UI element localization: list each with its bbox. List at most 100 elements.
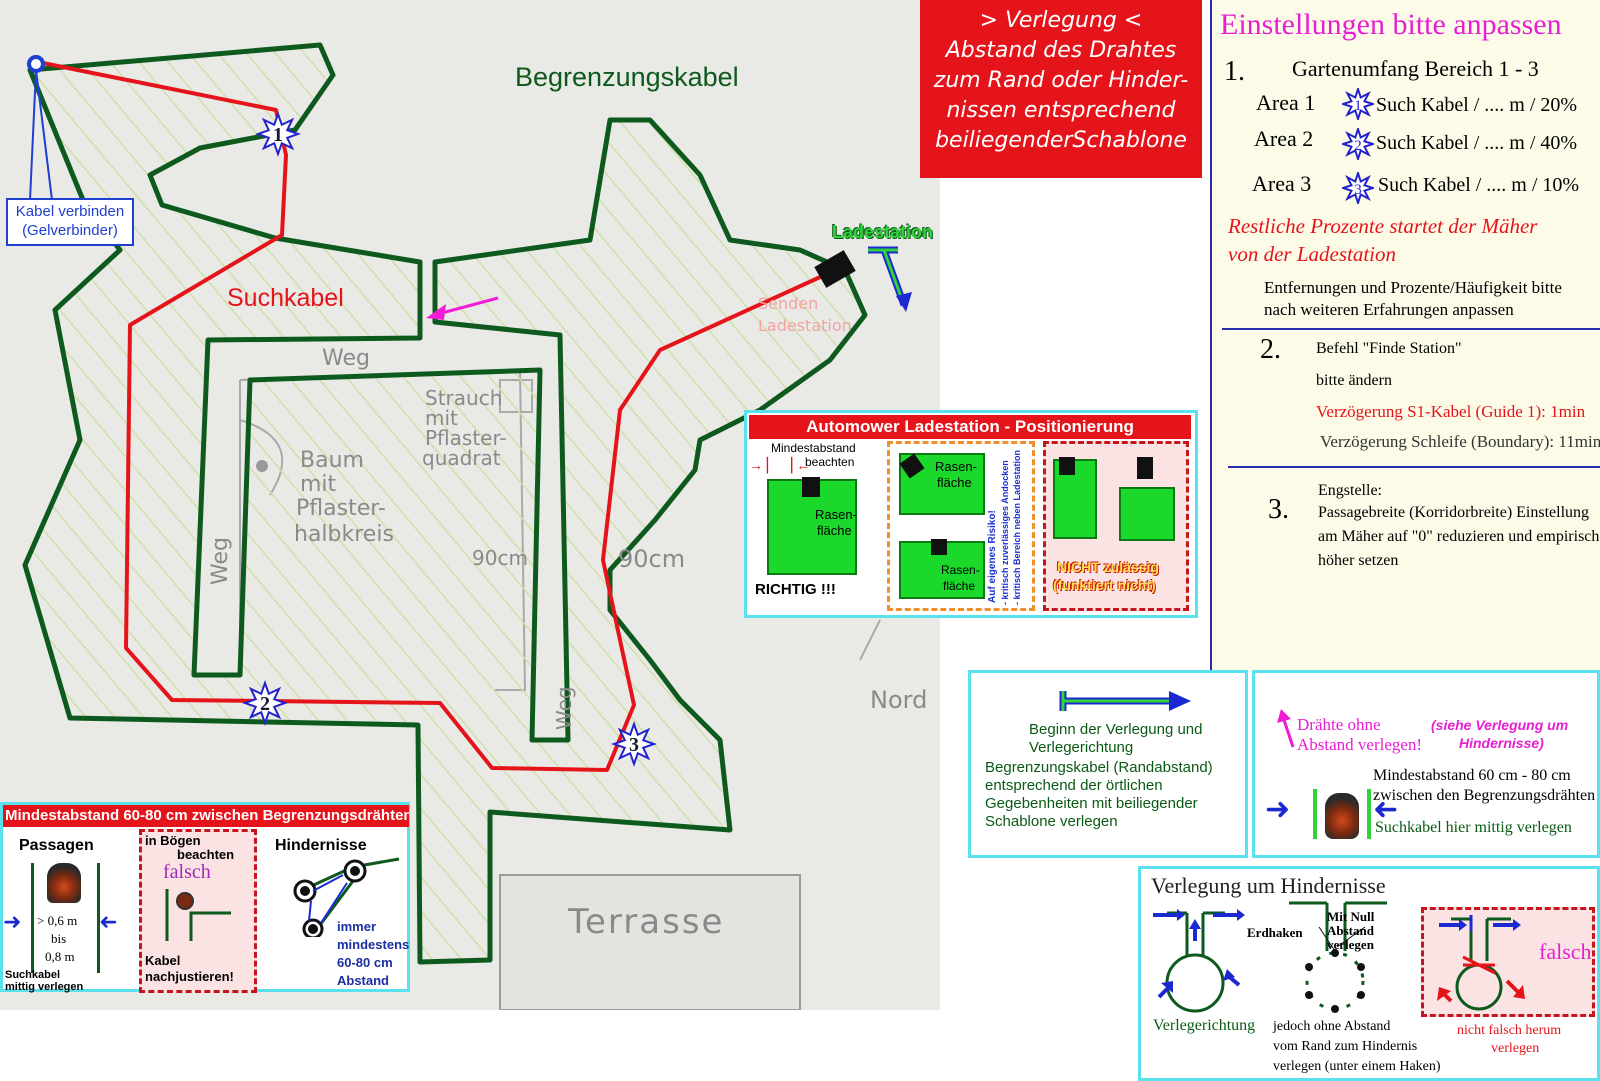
curves-title-1: in Bögen bbox=[145, 833, 201, 848]
passage-distance-3: 0,8 m bbox=[45, 949, 75, 964]
direction-label: Verlegerichtung bbox=[1153, 1017, 1256, 1034]
station-block-risky-2 bbox=[931, 539, 947, 555]
section-3-line-1: Engstelle: bbox=[1318, 482, 1382, 499]
obstacle-wrong-diagram bbox=[1437, 915, 1525, 1011]
charging-station-block bbox=[814, 250, 856, 288]
peg-label: Erdhaken bbox=[1247, 925, 1303, 940]
zero-label-3: verlegen bbox=[1327, 937, 1374, 952]
area-3-name: Area 3 bbox=[1252, 171, 1312, 196]
wrong-note-2: verlegen bbox=[1491, 1041, 1540, 1056]
path-label-top: Weg bbox=[322, 346, 370, 371]
passage-wire-right bbox=[97, 863, 100, 973]
wire-connector bbox=[27, 55, 45, 73]
wires-line-2: Abstand verlegen! bbox=[1297, 735, 1423, 754]
guide-marker-2: 2 bbox=[241, 679, 289, 727]
station-block-wrong-1 bbox=[1059, 457, 1075, 475]
section-3-line-4: höher setzen bbox=[1318, 552, 1399, 569]
lawn-risky-1-label-2: fläche bbox=[937, 475, 972, 490]
area-2-text: Such Kabel / .... m / 40% bbox=[1376, 132, 1578, 154]
divider-1 bbox=[1222, 328, 1600, 330]
svg-text:1: 1 bbox=[1354, 98, 1362, 114]
magenta-arrow-icon bbox=[1277, 709, 1295, 748]
bush-label-4: quadrat bbox=[422, 446, 501, 470]
section-2-line-1: Befehl "Finde Station" bbox=[1316, 340, 1462, 357]
risk-note-2: - kritisch zuverlässiges Andocken bbox=[1000, 460, 1010, 605]
but-note-3: verlegen (unter einem Haken) bbox=[1273, 1059, 1441, 1074]
section-2-number: 2. bbox=[1260, 334, 1281, 365]
tree-label-3: Pflaster- bbox=[296, 496, 386, 521]
settings-title: Einstellungen bitte anpassen bbox=[1220, 8, 1562, 41]
curves-wrong: falsch bbox=[163, 861, 211, 883]
lawn-correct-label-1: Rasen- bbox=[815, 507, 857, 522]
passage-mower-icon bbox=[47, 863, 81, 903]
wrong-note-1: nicht falsch herum bbox=[1457, 1023, 1562, 1038]
guide-marker-number: 2 bbox=[260, 693, 270, 715]
area-1-text: Such Kabel / .... m / 20% bbox=[1376, 94, 1578, 116]
north-label: Nord bbox=[870, 686, 928, 714]
start-line-3: Begrenzungskabel (Randabstand) bbox=[985, 759, 1213, 776]
section-1-number: 1. bbox=[1224, 56, 1245, 87]
passage-panel: Mindestabstand 60-80 cm zwischen Begrenz… bbox=[0, 802, 410, 993]
obstacle-correct-diagram bbox=[1153, 909, 1245, 1013]
obstacles-note-2: mindestens bbox=[337, 937, 410, 952]
bush-label-3: Pflaster- bbox=[425, 426, 507, 450]
laying-line-2: Abstand des Drahtes bbox=[945, 38, 1177, 63]
obstacle-panel: Verlegung um Hindernisse Verlegerichtung… bbox=[1138, 866, 1600, 1081]
obstacle-title: Verlegung um Hindernisse bbox=[1151, 873, 1386, 898]
curves-note-2: nachjustieren! bbox=[145, 969, 234, 984]
laying-line-3: zum Rand oder Hinder- bbox=[933, 68, 1189, 93]
passages-title: Passagen bbox=[19, 837, 94, 854]
start-line-5: Gegebenheiten mit beiliegender bbox=[985, 795, 1198, 812]
min-arrows: → ▏ ▕ ← bbox=[749, 457, 811, 473]
min-distance-line-1: Mindestabstand bbox=[771, 441, 856, 455]
distance-line-1: Mindestabstand 60 cm - 80 cm bbox=[1373, 767, 1571, 784]
bush-label-2: mit bbox=[425, 406, 458, 430]
station-block-wrong-2 bbox=[1137, 457, 1153, 479]
start-line-1: Beginn der Verlegung und bbox=[1029, 721, 1203, 738]
start-line-4: entsprechend der örtlichen bbox=[985, 777, 1163, 794]
passage-arrow-right-icon: ➜ bbox=[99, 909, 118, 934]
rest-percent-line-2: von der Ladestation bbox=[1228, 242, 1396, 266]
laying-line-1: > Verlegung < bbox=[979, 8, 1143, 33]
terrace-area bbox=[499, 874, 801, 1010]
distance-line-2: zwischen den Begrenzungsdrähten bbox=[1373, 787, 1596, 804]
passage-distance-2: bis bbox=[51, 931, 67, 946]
area-3-text: Such Kabel / .... m / 10% bbox=[1378, 174, 1580, 196]
lawn-risky-2-label-1: Rasen- bbox=[941, 563, 980, 577]
boundary-wire-right bbox=[1367, 789, 1371, 839]
obstacles-note-1: immer bbox=[337, 919, 377, 934]
laying-instruction-box: > Verlegung < Abstand des Drahtes zum Ra… bbox=[920, 0, 1202, 178]
area-2-star-icon: 2 bbox=[1342, 128, 1374, 160]
adjust-note-line-2: nach weiteren Erfahrungen anpassen bbox=[1264, 300, 1514, 319]
passage-title: Mindestabstand 60-80 cm zwischen Begrenz… bbox=[3, 805, 409, 827]
risk-note-3: - kritisch Bereich neben Ladestation bbox=[1012, 449, 1022, 605]
boundary-wire-left bbox=[1313, 789, 1317, 839]
obstacle-zero-diagram bbox=[1289, 901, 1387, 1013]
passage-note-1: Suchkabel bbox=[5, 969, 61, 981]
section-2-line-4: Verzögerung Schleife (Boundary): 11min bbox=[1320, 432, 1600, 451]
see-note-2: Hindernisse) bbox=[1459, 735, 1544, 751]
section-3-number: 3. bbox=[1268, 494, 1289, 525]
section-2-line-3: Verzögerung S1-Kabel (Guide 1): 1min bbox=[1316, 402, 1586, 421]
station-block-correct bbox=[802, 477, 820, 497]
but-note-2: vom Rand zum Hindernis bbox=[1273, 1039, 1418, 1054]
curves-note-1: Kabel bbox=[145, 953, 181, 968]
start-direction-arrow-icon bbox=[1059, 691, 1191, 711]
min-distance-line-2: beachten bbox=[805, 455, 855, 469]
curves-box bbox=[139, 829, 257, 993]
svg-text:2: 2 bbox=[1354, 138, 1362, 154]
start-direction-panel: Beginn der Verlegung und Verlegerichtung… bbox=[968, 670, 1248, 858]
obstacles-diagram bbox=[293, 857, 400, 937]
obstacles-title: Hindernisse bbox=[275, 837, 367, 854]
guide-marker-star-icon bbox=[254, 110, 302, 158]
wrong-label: falsch bbox=[1539, 939, 1592, 964]
lawn-risky-2-label-2: fläche bbox=[943, 579, 976, 593]
station-pencil-note-2: Ladestation bbox=[758, 316, 852, 335]
laying-line-5: beiliegenderSchablone bbox=[935, 128, 1187, 153]
obstacles-note-4: Abstand bbox=[337, 973, 389, 988]
wires-line-1: Drähte ohne bbox=[1297, 715, 1381, 734]
area-1-star-icon: 1 bbox=[1342, 88, 1374, 120]
section-3-line-3: am Mäher auf "0" reduzieren und empirisc… bbox=[1318, 528, 1600, 545]
area-2-name: Area 2 bbox=[1254, 126, 1314, 151]
risk-note-1: Auf eigenes Risiko! bbox=[987, 510, 998, 603]
